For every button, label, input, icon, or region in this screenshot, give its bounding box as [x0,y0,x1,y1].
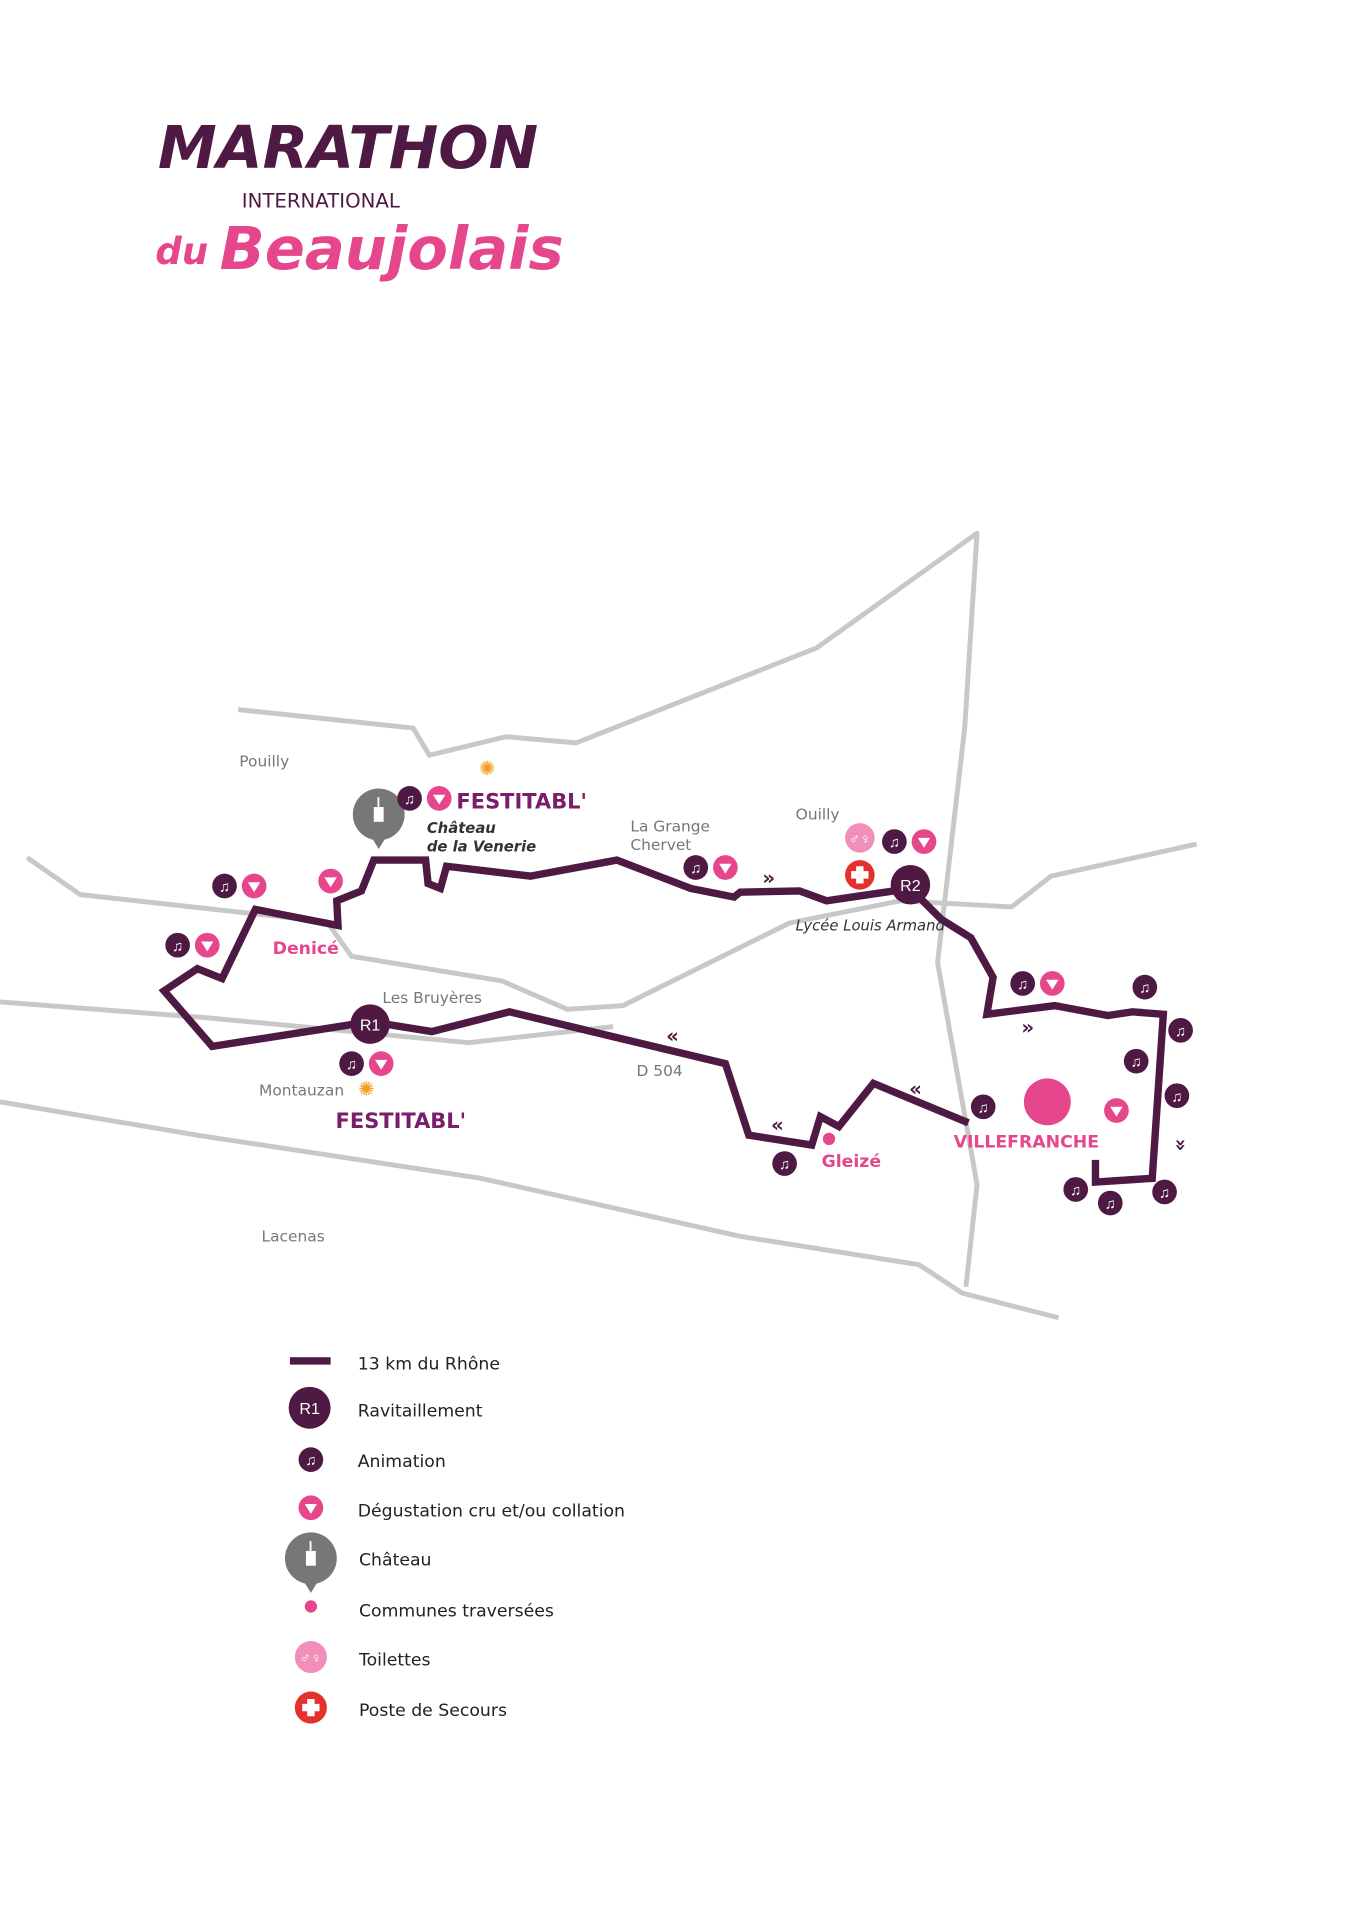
logo-title: MARATHON [158,113,538,182]
legend-ravitaillement: Ravitaillement [358,1401,483,1421]
music-icon [339,1051,364,1076]
legend-secours: Poste de Secours [359,1701,507,1721]
music-icon [882,829,907,854]
festitabl-label: FESTITABL' [336,1109,467,1133]
road [0,1099,1060,1321]
direction-arrow: « [666,1025,679,1048]
svg-text:✺: ✺ [479,758,496,780]
grape-icon [426,786,452,811]
legend-toilettes-icon: ♂♀ [294,1640,327,1674]
logo-du: du [155,230,208,273]
logo-subtitle: INTERNATIONAL [242,189,400,212]
r1-label: R1 [360,1016,381,1034]
place-chateau-1: Château [427,820,496,837]
town-denice: Denicé [273,939,339,959]
logo-beaujolais: Beaujolais [220,214,564,283]
town-gleize: Gleizé [822,1152,881,1172]
music-icon [1164,1083,1190,1109]
place-chervet: Chervet [630,836,691,854]
festitabl-logo: ✺ FESTITABL' [456,758,587,813]
svg-text:♂♀: ♂♀ [849,832,871,848]
music-icon [1097,1190,1123,1216]
marathon-route [158,856,1168,1187]
legend-commune-dot [304,1600,318,1613]
secours-icon [845,860,875,890]
music-icon [1123,1048,1149,1074]
festitabl-label: FESTITABL' [456,789,587,813]
music-icon [1168,1017,1193,1043]
music-icon [1063,1177,1089,1202]
music-icon [772,1151,797,1176]
chateau-marker [352,788,405,849]
grape-icon [911,829,937,854]
music-icon [1152,1179,1177,1205]
road [0,999,614,1046]
place-ouilly: Ouilly [796,805,840,823]
town-villefranche: VILLEFRANCHE [954,1133,1099,1153]
legend-chateau-icon [284,1532,337,1593]
legend-degustation: Dégustation cru et/ou collation [358,1501,625,1521]
place-pouilly: Pouilly [239,752,289,770]
place-la-grange: La Grange [630,818,710,836]
toilettes-icon: ♂♀ [845,823,875,853]
r2-label: R2 [900,877,921,895]
place-les-bruyeres: Les Bruyères [382,989,481,1007]
grape-icon [368,1051,394,1076]
music-icon [165,932,190,958]
legend-grape-icon [298,1495,324,1521]
legend-route: 13 km du Rhône [358,1355,500,1375]
grape-icon [1039,971,1065,996]
roads [0,530,1198,1321]
legend-music-icon [298,1447,324,1472]
gleize-dot [822,1132,836,1146]
music-icon [970,1094,996,1120]
legend-communes: Communes traversées [359,1601,554,1621]
music-icon [1132,974,1158,1000]
legend: 13 km du Rhône R1 Ravitaillement Animati… [284,1355,625,1724]
svg-text:✺: ✺ [358,1079,375,1101]
event-logo: MARATHON INTERNATIONAL du Beaujolais [155,113,563,283]
grape-icon [241,873,267,899]
villefranche-dot [1023,1078,1071,1126]
place-lycee: Lycée Louis Armand [796,917,946,934]
music-icon [212,873,237,899]
grape-icon [1104,1098,1129,1123]
place-lacenas: Lacenas [262,1227,325,1245]
ravitaillement-r2: R2 [890,865,931,905]
direction-arrow: » [1169,1139,1192,1152]
legend-toilettes: Toilettes [358,1651,431,1671]
road [237,530,980,1288]
direction-arrow: » [1021,1016,1034,1039]
legend-chateau: Château [359,1551,432,1571]
legend-r1-badge: R1 [299,1400,320,1418]
music-icon [683,855,709,880]
music-icon [1010,971,1036,996]
ravitaillement-r1: R1 [350,1004,390,1044]
grape-icon [194,932,220,958]
music-icon [397,786,422,811]
legend-route-swatch [289,1357,331,1365]
legend-secours-icon [294,1691,327,1724]
grape-icon [713,855,738,880]
direction-arrow: » [762,867,775,890]
legend-animation: Animation [358,1452,446,1472]
svg-text:♂♀: ♂♀ [300,1651,322,1667]
festitabl-logo: ✺ FESTITABL' [336,1079,467,1133]
direction-arrow: « [909,1078,922,1101]
legend-ravitaillement-icon [288,1386,331,1429]
direction-arrow: « [771,1113,784,1136]
road-d504: D 504 [637,1062,683,1080]
grape-icon [318,868,343,894]
place-chateau-2: de la Venerie [427,838,536,855]
place-montauzan: Montauzan [259,1082,344,1100]
